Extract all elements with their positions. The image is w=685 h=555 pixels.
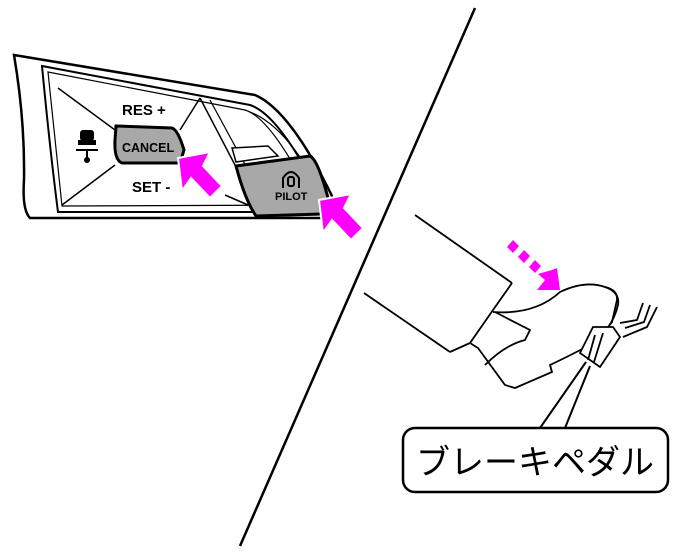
cancel-button[interactable]: CANCEL: [113, 124, 186, 165]
brake-pedal-callout: ブレーキペダル: [401, 361, 670, 494]
press-arrow-pilot: [317, 192, 365, 242]
pilot-assist-icon: [282, 171, 300, 188]
press-pedal-arrow: [507, 240, 560, 290]
cancel-button-label: CANCEL: [122, 141, 174, 155]
press-arrow-cancel: [176, 150, 224, 200]
cruise-control-icon: [76, 130, 98, 163]
res-plus-label: RES +: [122, 102, 166, 119]
pilot-button-label: PILOT: [275, 191, 308, 203]
brake-pedal-label: ブレーキペダル: [416, 443, 654, 483]
set-minus-label: SET -: [132, 179, 170, 196]
brake-pedal: [578, 302, 658, 369]
foot-illustration: [363, 214, 620, 389]
divider-line: [238, 7, 477, 547]
